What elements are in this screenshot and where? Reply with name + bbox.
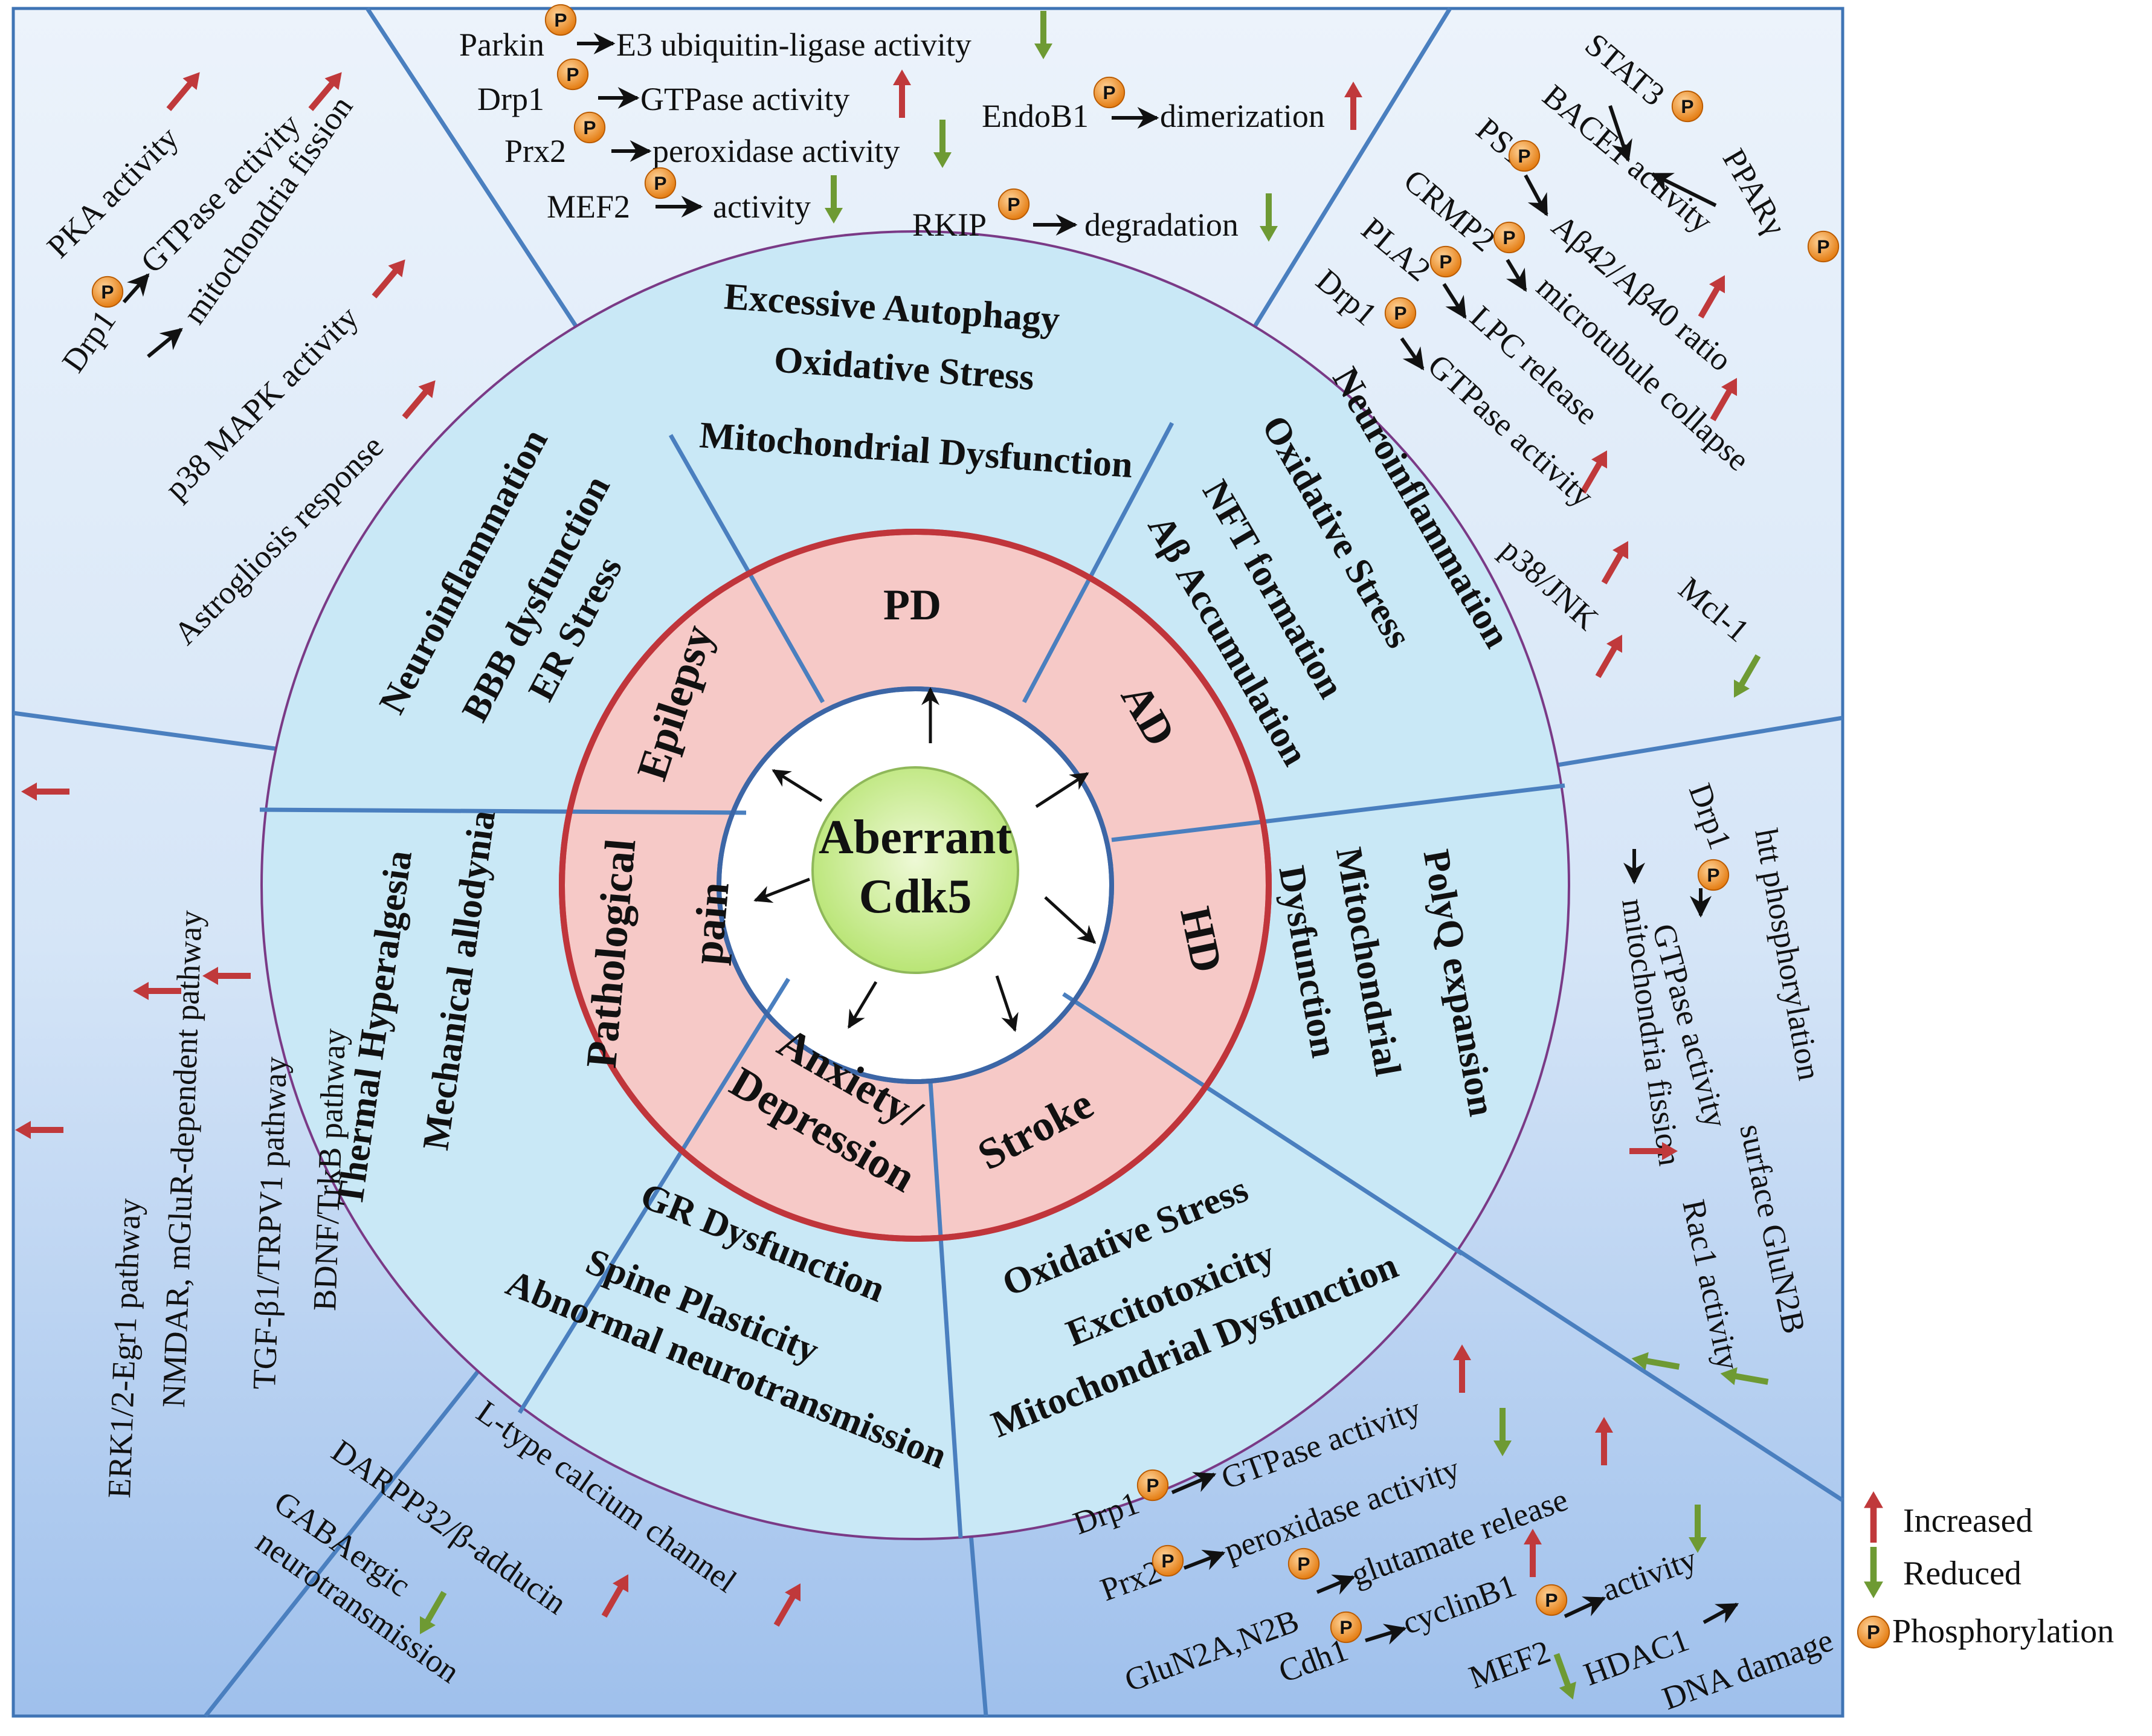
phospho-icon bbox=[1508, 140, 1541, 172]
pd-prx2: Prx2 bbox=[504, 133, 566, 169]
phospho-icon bbox=[1136, 1469, 1169, 1502]
legend-increased: Increased bbox=[1903, 1502, 2033, 1540]
arrow-to-ad bbox=[1035, 772, 1089, 808]
phospho-icon bbox=[644, 167, 677, 199]
legend: Increased Reduced Phosphorylation bbox=[1857, 1491, 2114, 1650]
pd-endob1: EndoB1 bbox=[982, 98, 1089, 134]
phospho-icon bbox=[1535, 1584, 1568, 1616]
phospho-icon bbox=[1807, 230, 1840, 263]
phospho-icon bbox=[544, 4, 577, 36]
phospho-icon bbox=[1287, 1547, 1320, 1580]
pd-pathways: Parkin E3 ubiquitin-ligase activity Drp1… bbox=[459, 4, 1362, 243]
phospho-icon bbox=[1671, 90, 1704, 123]
pd-dimerization: dimerization bbox=[1160, 98, 1325, 134]
legend-phosphorylation: Phosphorylation bbox=[1892, 1613, 2114, 1650]
phospho-icon bbox=[91, 276, 124, 308]
phospho-icon bbox=[1093, 76, 1126, 109]
disease-pd: PD bbox=[883, 581, 941, 629]
radial-arrows bbox=[753, 687, 1097, 1032]
legend-phospho-icon bbox=[1857, 1615, 1890, 1649]
phospho-icon bbox=[1152, 1544, 1184, 1577]
phospho-icon bbox=[1429, 245, 1462, 278]
phospho-icon bbox=[1493, 221, 1525, 254]
phospho-icon bbox=[556, 58, 589, 91]
arrow-to-epilepsy bbox=[772, 769, 823, 802]
center-line-2: Cdk5 bbox=[859, 870, 972, 923]
arrow-to-stroke bbox=[995, 975, 1019, 1032]
pd-peroxidase: peroxidase activity bbox=[652, 133, 900, 169]
phospho-icon bbox=[1330, 1611, 1362, 1644]
center-line-1: Aberrant bbox=[819, 811, 1012, 864]
arrow-to-anxiety bbox=[847, 981, 878, 1029]
pd-rkip: RKIP bbox=[912, 207, 987, 243]
pd-drp1: Drp1 bbox=[477, 81, 544, 117]
legend-increased-icon bbox=[1864, 1491, 1883, 1543]
pd-gtpase: GTPase activity bbox=[640, 81, 849, 117]
disease-pain-2: pain bbox=[683, 880, 738, 967]
phospho-icon bbox=[1697, 859, 1730, 891]
legend-reduced: Reduced bbox=[1903, 1555, 2022, 1592]
phospho-icon bbox=[997, 188, 1030, 221]
phospho-icon bbox=[1384, 297, 1417, 329]
pd-degradation: degradation bbox=[1084, 207, 1239, 243]
arrow-to-pain bbox=[753, 877, 810, 903]
pd-e3: E3 ubiquitin-ligase activity bbox=[616, 27, 971, 63]
legend-reduced-icon bbox=[1864, 1547, 1883, 1598]
phospho-icon bbox=[573, 111, 606, 144]
arrow-to-hd bbox=[1044, 896, 1097, 944]
center-circle bbox=[811, 766, 1019, 974]
ring-dividers bbox=[259, 422, 1565, 1538]
pd-mef2: MEF2 bbox=[547, 189, 630, 225]
pd-activity: activity bbox=[713, 189, 811, 225]
pd-parkin: Parkin bbox=[459, 27, 544, 63]
